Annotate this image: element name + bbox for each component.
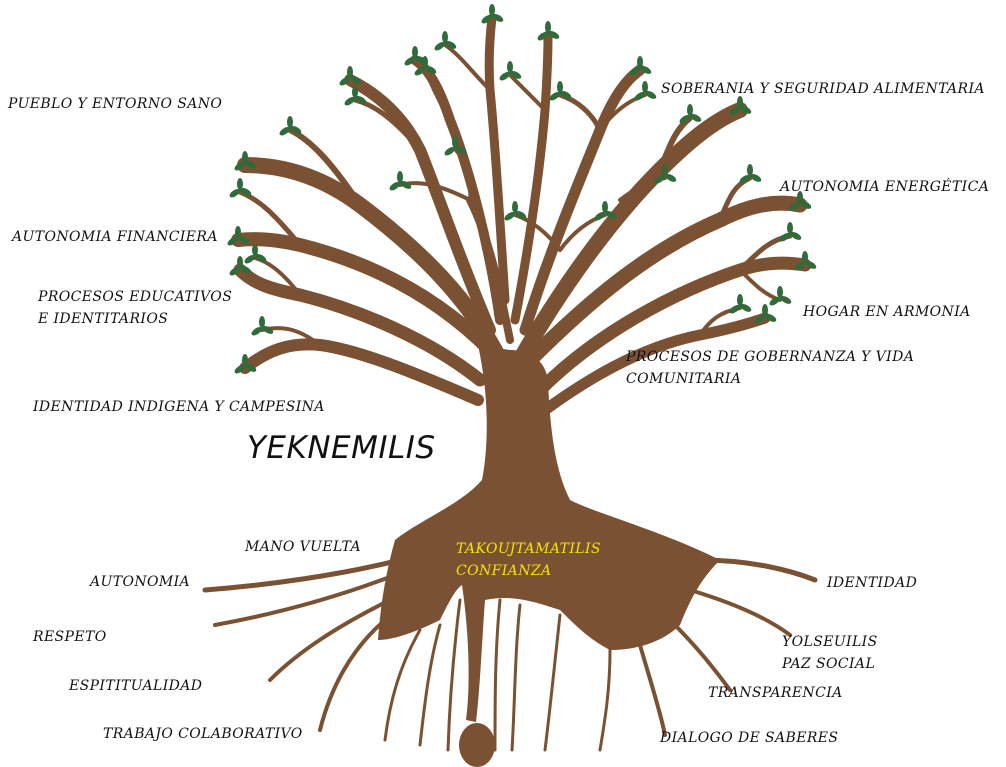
label-autonomia-energetica: AUTONOMIA ENERGÉTICA [780,176,989,198]
root-12 [545,615,560,750]
root-13 [512,605,520,750]
leaf-cluster-29 [728,294,752,315]
root-1 [215,575,395,625]
tree-leaves [226,4,817,375]
root-6 [448,600,460,750]
root-3 [320,620,385,730]
leaf [242,151,248,163]
branch-26 [740,270,780,300]
leaf [777,286,783,298]
label-transparencia: TRANSPARENCIA [708,682,843,704]
leaf [557,81,563,93]
root-4 [385,630,420,740]
leaf [737,294,743,306]
label-mano-vuelta: MANO VUELTA [245,536,361,558]
leaf [452,136,458,148]
label-trabajo-colaborativo: TRABAJO COLABORATIVO [103,723,303,745]
leaf [237,256,243,268]
leaf [235,226,241,238]
label-identidad: IDENTIDAD [827,572,917,594]
leaf [507,61,513,73]
branch-28 [560,95,600,130]
taproot-tip [459,723,495,767]
label-hogar-armonia: HOGAR EN ARMONIA [803,301,971,323]
leaf-cluster-20 [633,81,657,102]
root-5 [420,625,440,745]
leaf [787,222,793,234]
root-11 [600,650,610,750]
label-soberania-alimentaria: SOBERANIA Y SEGURIDAD ALIMENTARIA [661,78,985,100]
leaf [442,31,448,43]
label-dialogo-saberes: DIALOGO DE SABERES [660,727,838,749]
leaf-cluster-21 [678,104,702,125]
root-8 [690,590,790,635]
leaf-cluster-25 [778,222,802,243]
diagram-title: YEKNEMILIS [247,430,436,466]
leaf [602,201,608,213]
label-procesos-gobernanza: PROCESOS DE GOBERNANZA Y VIDA COMUNITARI… [626,346,914,390]
label-pueblo-entorno: PUEBLO Y ENTORNO SANO [8,93,222,115]
leaf [422,56,428,68]
leaf [287,116,293,128]
label-procesos-educativos: PROCESOS EDUCATIVOS E IDENTITARIOS [38,286,232,330]
leaf [662,164,668,176]
label-yolseuilis-paz-social: YOLSEUILIS PAZ SOCIAL [782,631,878,675]
leaf [637,56,643,68]
leaf [642,81,648,93]
leaf [512,201,518,213]
leaf [397,171,403,183]
branch-20 [445,45,490,90]
label-espititualidad: ESPITITUALIDAD [69,675,202,697]
leaf [347,66,353,78]
label-takoujtamatilis-confianza: TAKOUJTAMATILIS CONFIANZA [456,538,601,582]
label-identidad-indigena: IDENTIDAD INDIGENA Y CAMPESINA [33,396,325,418]
leaf-cluster-17 [498,61,522,82]
leaf [352,86,358,98]
leaf [259,316,265,328]
root-7 [700,560,815,580]
label-autonomia-financiera: AUTONOMIA FINANCIERA [12,226,218,248]
leaf [762,304,768,316]
leaf-cluster-12 [433,31,457,52]
branch-19 [425,70,450,120]
root-9 [670,620,730,690]
label-autonomia: AUTONOMIA [90,571,190,593]
leaf [252,244,258,256]
leaf [242,354,248,366]
leaf [489,4,495,16]
leaf-cluster-23 [738,164,762,185]
root-2 [270,600,390,680]
leaf [237,178,243,190]
root-14 [495,600,500,750]
leaf [687,104,693,116]
leaf [412,46,418,58]
label-respeto: RESPETO [33,626,107,648]
leaf [747,164,753,176]
leaf [802,251,808,263]
root-10 [640,645,665,735]
branch-30 [510,75,545,110]
leaf [545,21,551,33]
